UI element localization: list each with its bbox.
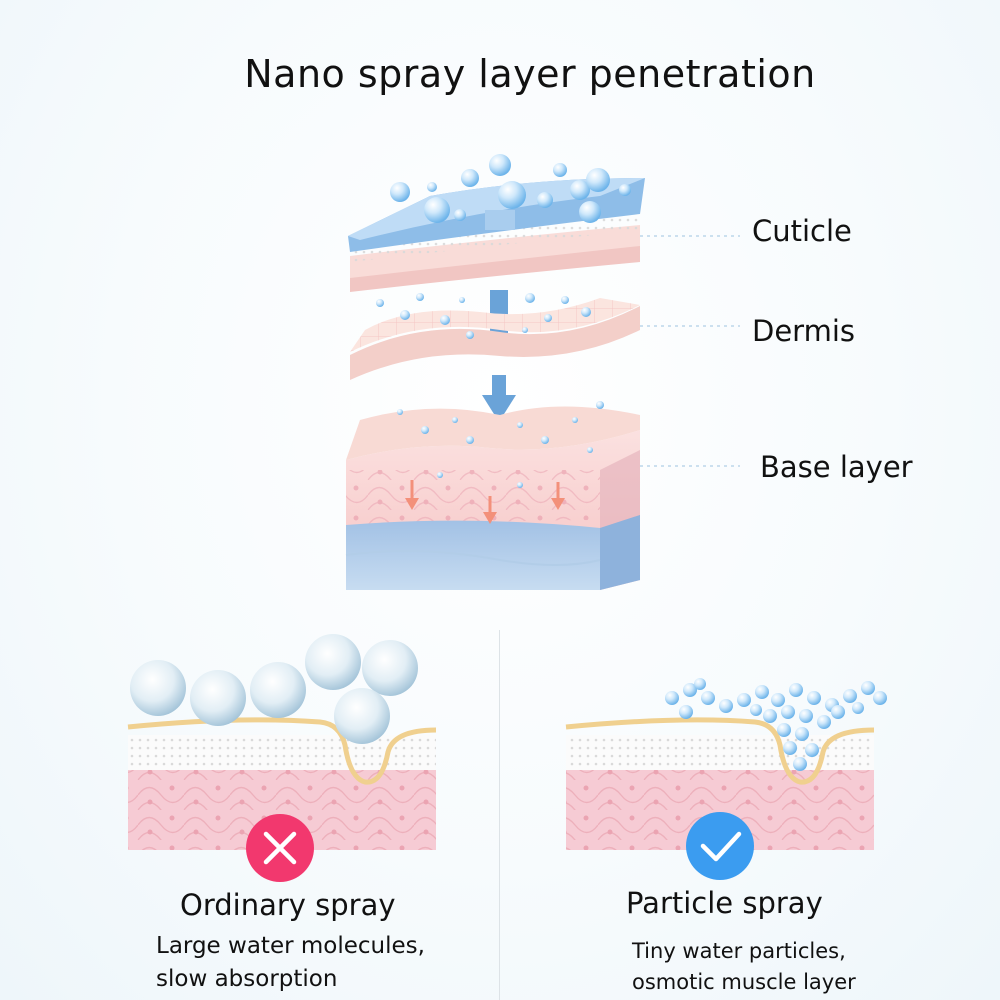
cuticle-layer — [348, 178, 645, 292]
page-title: Nano spray layer penetration — [244, 52, 816, 96]
ordinary-desc-line2: slow absorption — [156, 966, 338, 992]
leader-lines — [640, 235, 740, 467]
panel-divider — [499, 630, 500, 1000]
water-bubbles-top — [390, 154, 631, 223]
particle-desc-line2: osmotic muscle layer — [632, 970, 856, 994]
base-arrows-icon — [405, 480, 565, 524]
x-icon — [246, 814, 314, 882]
label-base-layer: Base layer — [760, 450, 913, 484]
label-dermis: Dermis — [752, 314, 856, 348]
ordinary-spray-title: Ordinary spray — [180, 888, 396, 922]
base-layer — [345, 406, 640, 590]
particle-spray-description: Tiny water particles, osmotic muscle lay… — [632, 936, 856, 998]
label-cuticle: Cuticle — [752, 214, 852, 248]
ordinary-spray-description: Large water molecules, slow absorption — [156, 930, 425, 996]
check-icon — [686, 812, 754, 880]
water-droplets-base — [397, 401, 604, 488]
particle-desc-line1: Tiny water particles, — [632, 939, 846, 963]
dermis-layer — [350, 298, 640, 380]
water-droplets-dermis — [376, 293, 591, 339]
ordinary-desc-line1: Large water molecules, — [156, 933, 425, 959]
particle-spray-title: Particle spray — [626, 886, 823, 920]
